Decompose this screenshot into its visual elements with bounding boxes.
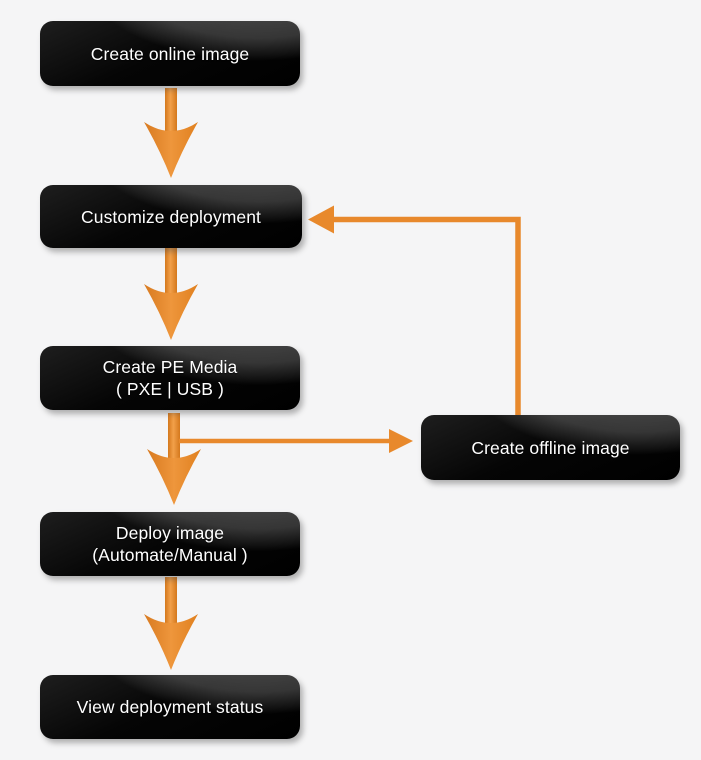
node-label-line1: Create PE Media (102, 357, 238, 377)
edge-online-to-customize-arrow (144, 88, 198, 178)
node-label: Create online image (90, 43, 250, 64)
node-label: View deployment status (76, 697, 264, 717)
node-create-offline-image: Create offline image (421, 415, 680, 480)
edge-offline-to-customize-arrow (308, 205, 521, 417)
edge-deploy-to-status-arrow (144, 577, 198, 670)
edge-customize-to-pemedia-arrow (144, 248, 198, 340)
node-label: Customize deployment (81, 206, 261, 227)
node-label: Create offline image (471, 437, 630, 458)
node-label-line1: Deploy image (115, 523, 225, 543)
node-label-line2: ( PXE | USB ) (116, 379, 224, 399)
node-customize-deployment: Customize deployment (40, 185, 302, 248)
node-deploy-image: Deploy image (Automate/Manual ) (40, 512, 300, 576)
edge-pemedia-to-offline-arrow (179, 429, 413, 453)
node-create-pe-media: Create PE Media ( PXE | USB ) (40, 346, 300, 410)
edge-pemedia-to-deploy-arrow (147, 413, 201, 505)
node-view-deployment-status: View deployment status (40, 675, 300, 739)
node-label-line2: (Automate/Manual ) (92, 545, 248, 565)
node-create-online-image: Create online image (40, 21, 300, 86)
